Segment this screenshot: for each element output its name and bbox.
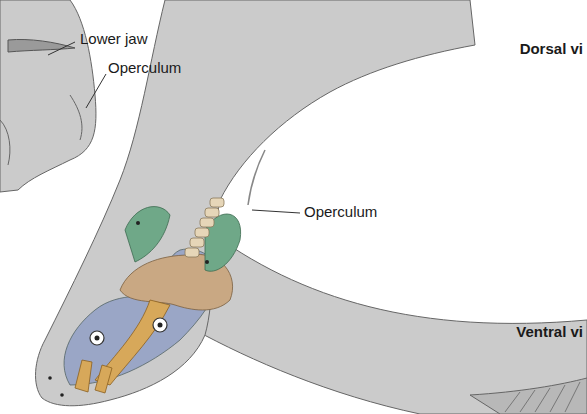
part-label: Operculum — [108, 60, 181, 77]
view-label: Dorsal vi — [520, 41, 583, 58]
part-label: Operculum — [304, 204, 377, 221]
part-label: Lower jaw — [80, 31, 148, 48]
view-label: Ventral vi — [516, 324, 583, 341]
